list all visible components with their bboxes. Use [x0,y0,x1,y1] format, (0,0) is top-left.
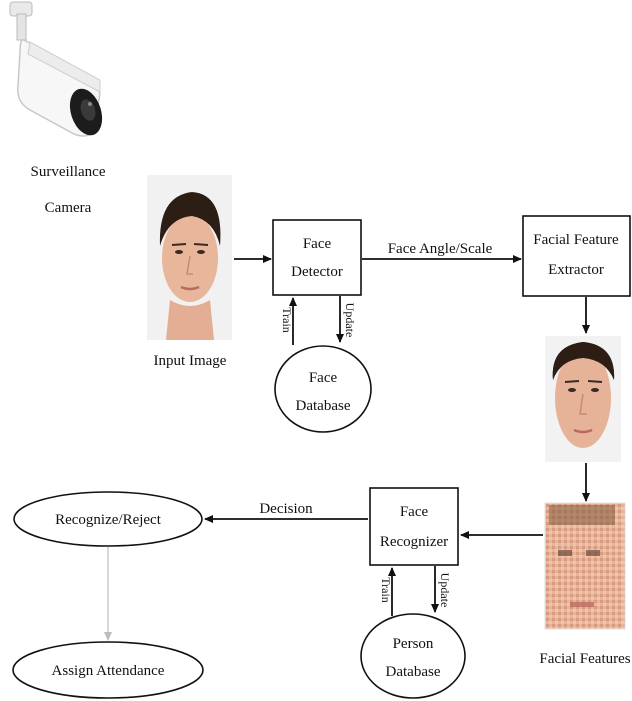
person-database-line1: Person [393,636,434,652]
camera-label-line2: Camera [45,200,92,216]
input-face-photo [147,175,232,340]
face-detector-line1: Face [303,236,332,252]
facial-features-label: Facial Features [539,651,630,667]
edge-angle-scale-label: Face Angle/Scale [388,241,493,257]
camera-label-line1: Surveillance [31,164,106,180]
person-database-line2: Database [386,664,441,680]
facial-feature-extractor-box [522,215,631,297]
face-recognizer-line1: Face [400,504,429,520]
input-image-label: Input Image [154,353,227,369]
person-db-train-label: Train [379,577,393,603]
face-detector-line2: Detector [291,264,343,280]
edge-decision-label: Decision [259,501,313,517]
recognize-reject-ellipse [13,491,203,547]
face-db-update-label: Update [343,303,357,338]
face-database-ellipse [274,345,372,433]
cropped-face-photo [545,336,621,462]
person-database-ellipse [360,613,466,699]
assign-attendance-label: Assign Attendance [52,663,165,679]
face-recognizer-line2: Recognizer [380,534,448,550]
face-database-line2: Database [296,398,351,414]
person-db-update-label: Update [438,573,452,608]
surveillance-camera-icon [9,1,103,137]
assign-attendance-ellipse [12,641,204,699]
recognize-reject-label: Recognize/Reject [55,512,162,528]
face-db-train-label: Train [280,307,294,333]
extractor-line2: Extractor [548,262,604,278]
face-detector-box [272,219,362,296]
pixelated-face-photo [544,502,626,630]
face-recognizer-box [369,487,459,566]
face-database-line1: Face [309,370,338,386]
extractor-line1: Facial Feature [533,232,619,248]
